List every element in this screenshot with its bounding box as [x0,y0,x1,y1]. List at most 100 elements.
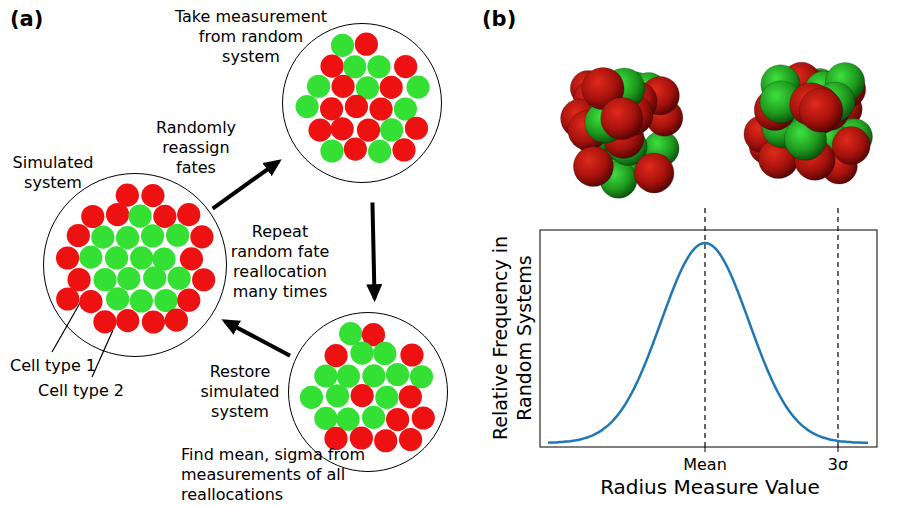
process-arrow [225,321,290,355]
panel-letter: (a) [10,6,50,32]
cell-type-1 [330,33,353,56]
cell-type-1 [295,95,318,118]
cell-sphere [601,97,643,139]
cell-type-2 [398,427,421,450]
cell-type-1 [375,385,398,408]
cell-type-1 [362,364,385,387]
cell-type-2 [81,204,104,227]
cell-illustration [282,23,442,183]
cell-type-1 [140,224,163,247]
cell-type-2 [164,308,187,331]
cell-sphere [832,127,870,165]
cell-type-1 [130,246,153,269]
system-circle: Find mean, sigma from measurements of al… [288,312,448,472]
system-circle: Take measurement from random system [282,23,442,183]
cell-type-2 [331,74,354,97]
system-heading: Simulated system [7,153,99,193]
cell-type-1 [350,341,373,364]
cell-type-1 [115,226,138,249]
cell-type-2 [116,309,139,332]
cell-type-2 [177,203,200,226]
cell-sphere [799,89,843,133]
cell-type-2 [141,310,164,333]
cell-type-2 [93,310,116,333]
arrow-label: Randomly reassign fates [148,118,244,178]
cell-type-2 [105,202,128,225]
system-circle: Simulated system [43,173,227,357]
cell-type-1 [367,55,390,78]
distribution-curve [548,243,868,443]
sigma-dashed-line [837,208,838,447]
cell-type-1 [299,385,322,408]
cell-type-2 [400,343,423,366]
cell-sphere [634,153,674,193]
cell-type-2 [179,247,202,270]
panel-letter: (b) [482,6,522,32]
cell-type-1 [106,287,129,310]
cell-type-1 [406,75,429,98]
arrow-label: Repeat random fate reallocation many tim… [224,222,336,302]
cell-type-1 [362,405,385,428]
cell-type-2 [308,118,331,141]
cell-type-1 [93,268,116,291]
cell-type-2 [354,32,377,55]
cell-type-1 [409,365,432,388]
cell-type-1 [154,288,177,311]
cell-type-1 [336,364,359,387]
tick [838,447,839,452]
cell-type-2 [386,407,409,430]
cell-type-1 [129,289,152,312]
axis-title: Relative Frequency in Random Systems [488,220,536,456]
cell-type-1 [339,322,362,345]
cell-type-1 [79,245,102,268]
cell-type-2 [177,288,200,311]
cell-illustration [43,173,227,357]
cell-type-2 [350,383,373,406]
tick-label: Mean [665,455,745,475]
cell-type-1 [314,364,337,387]
cell-type-2 [369,97,392,120]
cell-type-2 [66,223,89,246]
cell-type-2 [324,343,347,366]
cell-type-1 [373,341,396,364]
cell-type-1 [325,384,348,407]
cell-type-2 [79,290,102,313]
system-heading: Find mean, sigma from measurements of al… [181,445,381,505]
cell-type-1 [167,266,190,289]
cell-type-2 [394,54,417,77]
cell-type-label: Cell type 1 [10,356,110,376]
system-heading: Take measurement from random system [173,7,329,67]
cell-type-2 [153,204,176,227]
cell-type-1 [128,204,151,227]
tick [705,447,706,452]
process-arrow [372,202,374,298]
cell-type-2 [192,268,215,291]
cell-type-1 [336,407,359,430]
cell-type-1 [380,118,403,141]
cell-type-1 [117,266,140,289]
cell-type-2 [392,138,415,161]
cell-type-2 [379,75,402,98]
cell-type-2 [56,287,79,310]
cell-type-2 [320,54,343,77]
cell-type-2 [404,116,427,139]
cell-type-1 [104,246,127,269]
cell-type-1 [91,225,114,248]
cell-type-2 [319,97,342,120]
cell-type-2 [330,117,353,140]
cell-type-2 [356,118,379,141]
cell-type-label: Cell type 2 [38,381,138,401]
cell-type-2 [141,183,164,206]
cell-type-1 [320,139,343,162]
cell-type-2 [55,246,78,269]
axis-title: Radius Measure Value [560,475,860,500]
arrow-label: Restore simulated system [190,362,290,422]
cell-type-1 [385,362,408,385]
cell-type-1 [143,266,166,289]
cell-type-1 [343,55,366,78]
cell-type-2 [343,137,366,160]
cell-type-2 [190,225,213,248]
cell-type-2 [411,406,434,429]
cell-type-1 [314,406,337,429]
cell-type-2 [344,94,367,117]
